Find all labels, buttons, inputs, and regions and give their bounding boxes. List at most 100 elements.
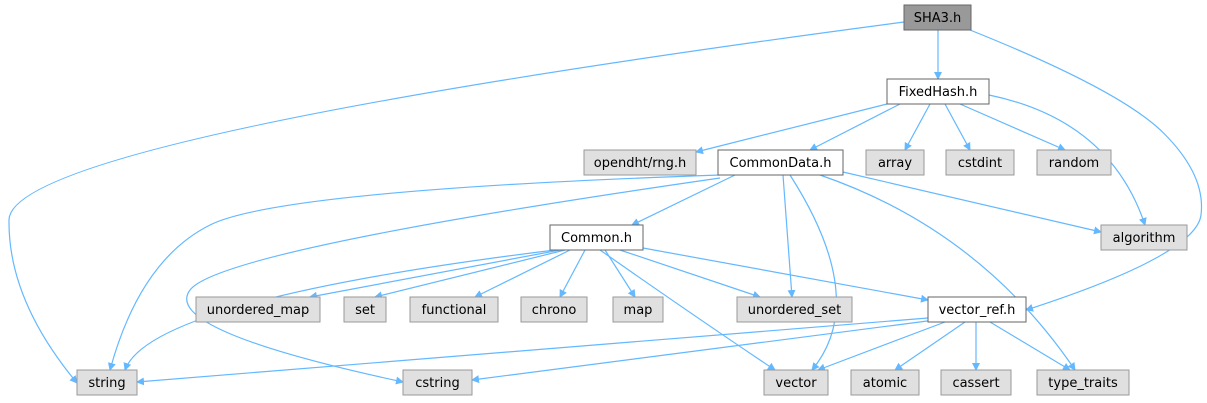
node-label: algorithm: [1113, 231, 1176, 246]
edge-line: [969, 29, 1203, 312]
edge-commondata-to-common: [631, 174, 736, 226]
node-string: string: [76, 369, 138, 396]
edge-line: [959, 103, 1066, 151]
node-box: [76, 369, 138, 396]
node-label: cstdint: [958, 156, 1002, 171]
edge-line: [186, 177, 721, 385]
node-box: [940, 369, 1012, 396]
node-label: vector_ref.h: [939, 303, 1016, 318]
node-label: FixedHash.h: [899, 85, 978, 100]
node-cstring: cstring: [402, 369, 473, 396]
edge-line: [842, 171, 1102, 235]
node-vector: vector: [763, 369, 829, 396]
edge-line: [904, 103, 931, 151]
edge-line: [107, 174, 721, 371]
node-box: [1036, 149, 1112, 176]
edge-vector_ref-to-atomic: [894, 321, 966, 371]
edge-fixedhash-to-cstdint: [944, 103, 971, 151]
edge-line: [989, 321, 1071, 371]
node-functional: functional: [409, 296, 499, 323]
edge-line: [782, 174, 796, 298]
node-cstdint: cstdint: [945, 149, 1015, 176]
node-cassert: cassert: [940, 369, 1012, 396]
node-box: [343, 296, 387, 323]
node-box: [927, 296, 1027, 323]
node-box: [195, 296, 321, 323]
node-box: [1036, 369, 1130, 396]
node-label: functional: [422, 303, 487, 318]
node-box: [612, 296, 664, 323]
edge-line: [471, 319, 936, 384]
edge-line: [817, 321, 946, 372]
edge-common-to-set: [374, 249, 566, 300]
node-box: [1100, 224, 1188, 251]
node-box: [583, 149, 697, 176]
node-fixedhash[interactable]: FixedHash.h: [886, 78, 990, 105]
node-label: chrono: [532, 303, 577, 318]
node-array: array: [865, 149, 925, 176]
edge-line: [309, 249, 561, 300]
edge-commondata-to-unordered_set: [782, 174, 796, 298]
node-label: opendht/rng.h: [594, 156, 686, 171]
node-label: string: [88, 376, 125, 391]
node-box: [409, 296, 499, 323]
node-unordered-set: unordered_set: [736, 296, 853, 323]
node-set: set: [343, 296, 387, 323]
node-label: cassert: [952, 376, 999, 391]
edge-commondata-to-type_traits: [819, 174, 1076, 371]
edge-fixedhash-to-commondata: [809, 103, 901, 151]
node-box: [402, 369, 473, 396]
node-unordered-map: unordered_map: [195, 296, 321, 323]
edge-line: [474, 249, 571, 298]
edge-fixedhash-to-rng: [695, 103, 888, 155]
edge-line: [631, 174, 736, 226]
node-box: [520, 296, 588, 323]
edge-line: [374, 249, 566, 300]
node-random: random: [1036, 149, 1112, 176]
node-common[interactable]: Common.h: [549, 224, 644, 251]
node-atomic: atomic: [850, 369, 920, 396]
edge-commondata-to-vector: [789, 174, 837, 371]
node-vector-ref[interactable]: vector_ref.h: [927, 296, 1027, 323]
node-box: [903, 4, 972, 31]
edge-line: [619, 249, 761, 299]
node-type-traits: type_traits: [1036, 369, 1130, 396]
edge-fixedhash-to-algorithm: [988, 94, 1147, 226]
edge-commondata-to-cstring: [186, 177, 721, 385]
node-box: [763, 369, 829, 396]
node-label: type_traits: [1048, 376, 1118, 391]
node-commondata[interactable]: CommonData.h: [717, 149, 844, 176]
node-box: [945, 149, 1015, 176]
edge-common-to-functional: [474, 249, 571, 298]
edge-line: [136, 317, 929, 386]
node-box: [865, 149, 925, 176]
edges-layer: [8, 21, 1203, 386]
edge-line: [894, 321, 966, 371]
node-chrono: chrono: [520, 296, 588, 323]
edge-common-to-unordered_set: [619, 249, 761, 299]
edge-line: [789, 174, 837, 371]
node-box: [850, 369, 920, 396]
edge-sha3-to-string: [8, 21, 905, 384]
edge-vector_ref-to-vector: [817, 321, 946, 372]
edge-common-to-chrono: [559, 249, 586, 298]
edge-fixedhash-to-array: [904, 103, 931, 151]
node-label: Common.h: [561, 231, 632, 246]
edge-line: [944, 103, 971, 151]
node-box: [736, 296, 853, 323]
edge-line: [695, 103, 888, 155]
edge-line: [819, 174, 1076, 371]
node-sha3: SHA3.h: [903, 4, 972, 31]
node-label: cstring: [415, 376, 459, 391]
node-box: [549, 224, 644, 251]
edge-vector_ref-to-cstring: [471, 319, 936, 384]
node-label: unordered_set: [748, 303, 841, 318]
node-rng: opendht/rng.h: [583, 149, 697, 176]
edge-line: [642, 247, 929, 303]
edge-vector_ref-to-type_traits: [989, 321, 1071, 371]
node-label: set: [355, 303, 375, 318]
edge-common-to-unordered_map: [309, 249, 561, 300]
edge-sha3-to-vector_ref: [969, 29, 1203, 312]
